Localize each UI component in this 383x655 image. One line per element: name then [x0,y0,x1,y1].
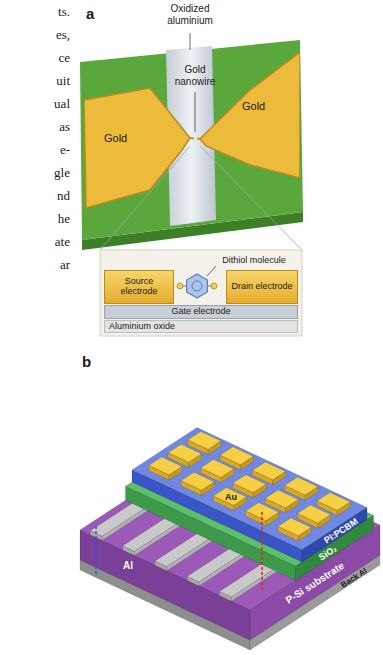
part-label: Gold nanowire [167,64,223,87]
layer-label: P-Si substrate [284,560,347,606]
panel-letter: a [86,5,94,22]
au-pad-front [278,526,298,541]
part-label: Dithiol molecule [222,255,286,265]
gold-pad-outline [84,88,190,208]
layer-label: Al [123,560,133,572]
part-label: Oxidized aluminium [159,3,221,26]
al-strip-front [187,576,199,586]
au-pad-side [305,487,318,501]
electrode-layer: Source electrode [104,270,174,304]
node-label: Aluminium oxide [109,322,175,332]
electrode-layer: Gate electrode [104,305,298,319]
gold-pad: Gold [84,88,192,210]
text-fragment: es, [56,28,70,43]
al-strip-front [219,592,231,602]
gold-pad-outline [200,52,300,178]
au-pad-side [318,515,331,529]
au-pad-side [298,528,311,542]
text-fragment: ce [58,51,70,66]
au-pad-side [208,441,221,455]
layer-label: PI:PCBM [322,516,360,545]
dashed-marker [95,526,97,575]
au-pad-side [189,454,202,468]
text-fragment: nd [57,189,70,204]
au-pad-front [181,481,201,496]
node-label: Gold [242,100,265,112]
molecule-ring [192,281,202,291]
al-strip-front [123,546,135,556]
au-pad-side [201,482,214,496]
text-fragment: as [59,120,70,135]
panel-letter: b [82,353,91,370]
layer-label: SiO₂ [317,543,339,562]
au-pad-side [253,484,266,498]
sulfur-atom [211,283,217,289]
leader-line [190,33,191,50]
back-al-layer-top [80,475,380,640]
board-top [80,40,303,240]
text-fragment: ts. [58,5,70,20]
au-pad-side [221,469,234,483]
leader-line [195,92,196,132]
au-pad-side [169,467,182,481]
molecule-ring [187,274,208,298]
au-pad-front [149,466,169,481]
au-pad-side [337,502,350,516]
text-fragment: e- [60,143,70,158]
inset-panel [100,250,302,336]
au-pad-side [286,500,299,514]
au-pad-side [273,472,286,486]
text-fragment: ual [54,97,70,112]
node-label: Gold [104,132,127,144]
node-label: Source electrode [107,277,171,297]
gold-pad-shape [84,88,192,210]
sulfur-atom [177,283,183,289]
pcbm-layer-front [132,470,302,562]
bond [207,286,211,287]
node-label: Drain electrode [229,282,295,292]
au-pad-front [246,511,266,526]
gold-pad-shape [200,52,300,178]
text-fragment: ar [60,258,70,273]
dashed-marker [261,512,263,590]
au-pad-side [240,456,253,470]
layer-label: Au [225,492,237,502]
electrode-layer: Aluminium oxide [104,320,298,333]
leader-line [207,266,216,276]
text-fragment: uit [56,74,70,89]
electrode-layer: Drain electrode [226,270,298,304]
text-fragment: gle [54,166,70,181]
bond [183,286,187,287]
al-strip-front [155,561,167,571]
node-label: Gate electrode [107,307,295,317]
text-fragment: he [58,212,70,227]
gold-pad: Gold [200,52,300,178]
text-fragment: ate [55,235,70,250]
substrate-layer-top [80,445,380,610]
au-pad-side [266,512,279,526]
